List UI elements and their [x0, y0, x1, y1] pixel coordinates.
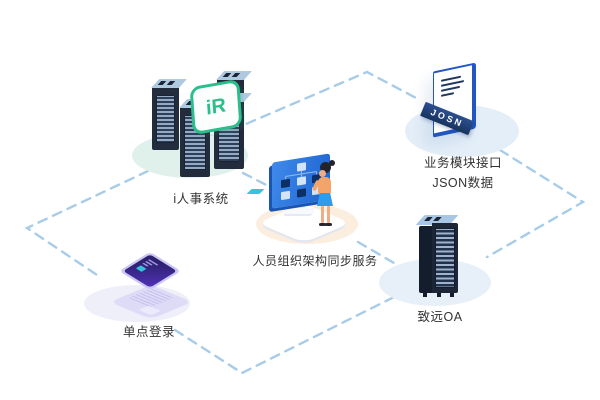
- sync-service-label: 人员组织架构同步服务: [252, 254, 378, 268]
- person-leg: [327, 206, 330, 223]
- person-torso: [318, 177, 331, 195]
- person-skirt: [317, 193, 333, 206]
- tower-front-face: [432, 223, 458, 293]
- laptop-trackpad: [138, 305, 161, 316]
- edge-sync-oa: [356, 240, 396, 265]
- server-rack: [152, 86, 179, 150]
- person-shoe: [319, 223, 326, 226]
- screen-app-icon: [135, 265, 147, 272]
- rack-panel: [156, 95, 175, 143]
- edge-json-oa: [485, 148, 586, 259]
- person-hair: [320, 162, 331, 173]
- person-leg: [321, 206, 324, 223]
- oa-label: 致远OA: [417, 310, 463, 324]
- person-hair-bun: [329, 160, 335, 166]
- person-shoe: [325, 223, 332, 226]
- person-face: [319, 170, 326, 177]
- document-text-line: [441, 85, 460, 92]
- json-api-label-line2: JSON数据: [432, 176, 494, 190]
- server-tower-icon: [419, 223, 458, 297]
- tower-side-face: [419, 226, 432, 293]
- edge-hr-json: [230, 70, 422, 132]
- json-api-label-line1: 业务模块接口: [423, 156, 502, 170]
- document-text-line: [441, 92, 454, 97]
- hr-system-label: i人事系统: [173, 192, 229, 206]
- laptop-keyboard: [128, 288, 174, 308]
- sso-label: 单点登录: [122, 325, 175, 339]
- screen-stand-base: [284, 208, 316, 214]
- hr-logo-badge: iR: [189, 78, 243, 136]
- tower-vent-panel: [435, 228, 455, 288]
- edge-sso-oa: [173, 293, 400, 375]
- edge-hr-sso: [24, 169, 150, 279]
- hr-logo-text: iR: [205, 93, 227, 120]
